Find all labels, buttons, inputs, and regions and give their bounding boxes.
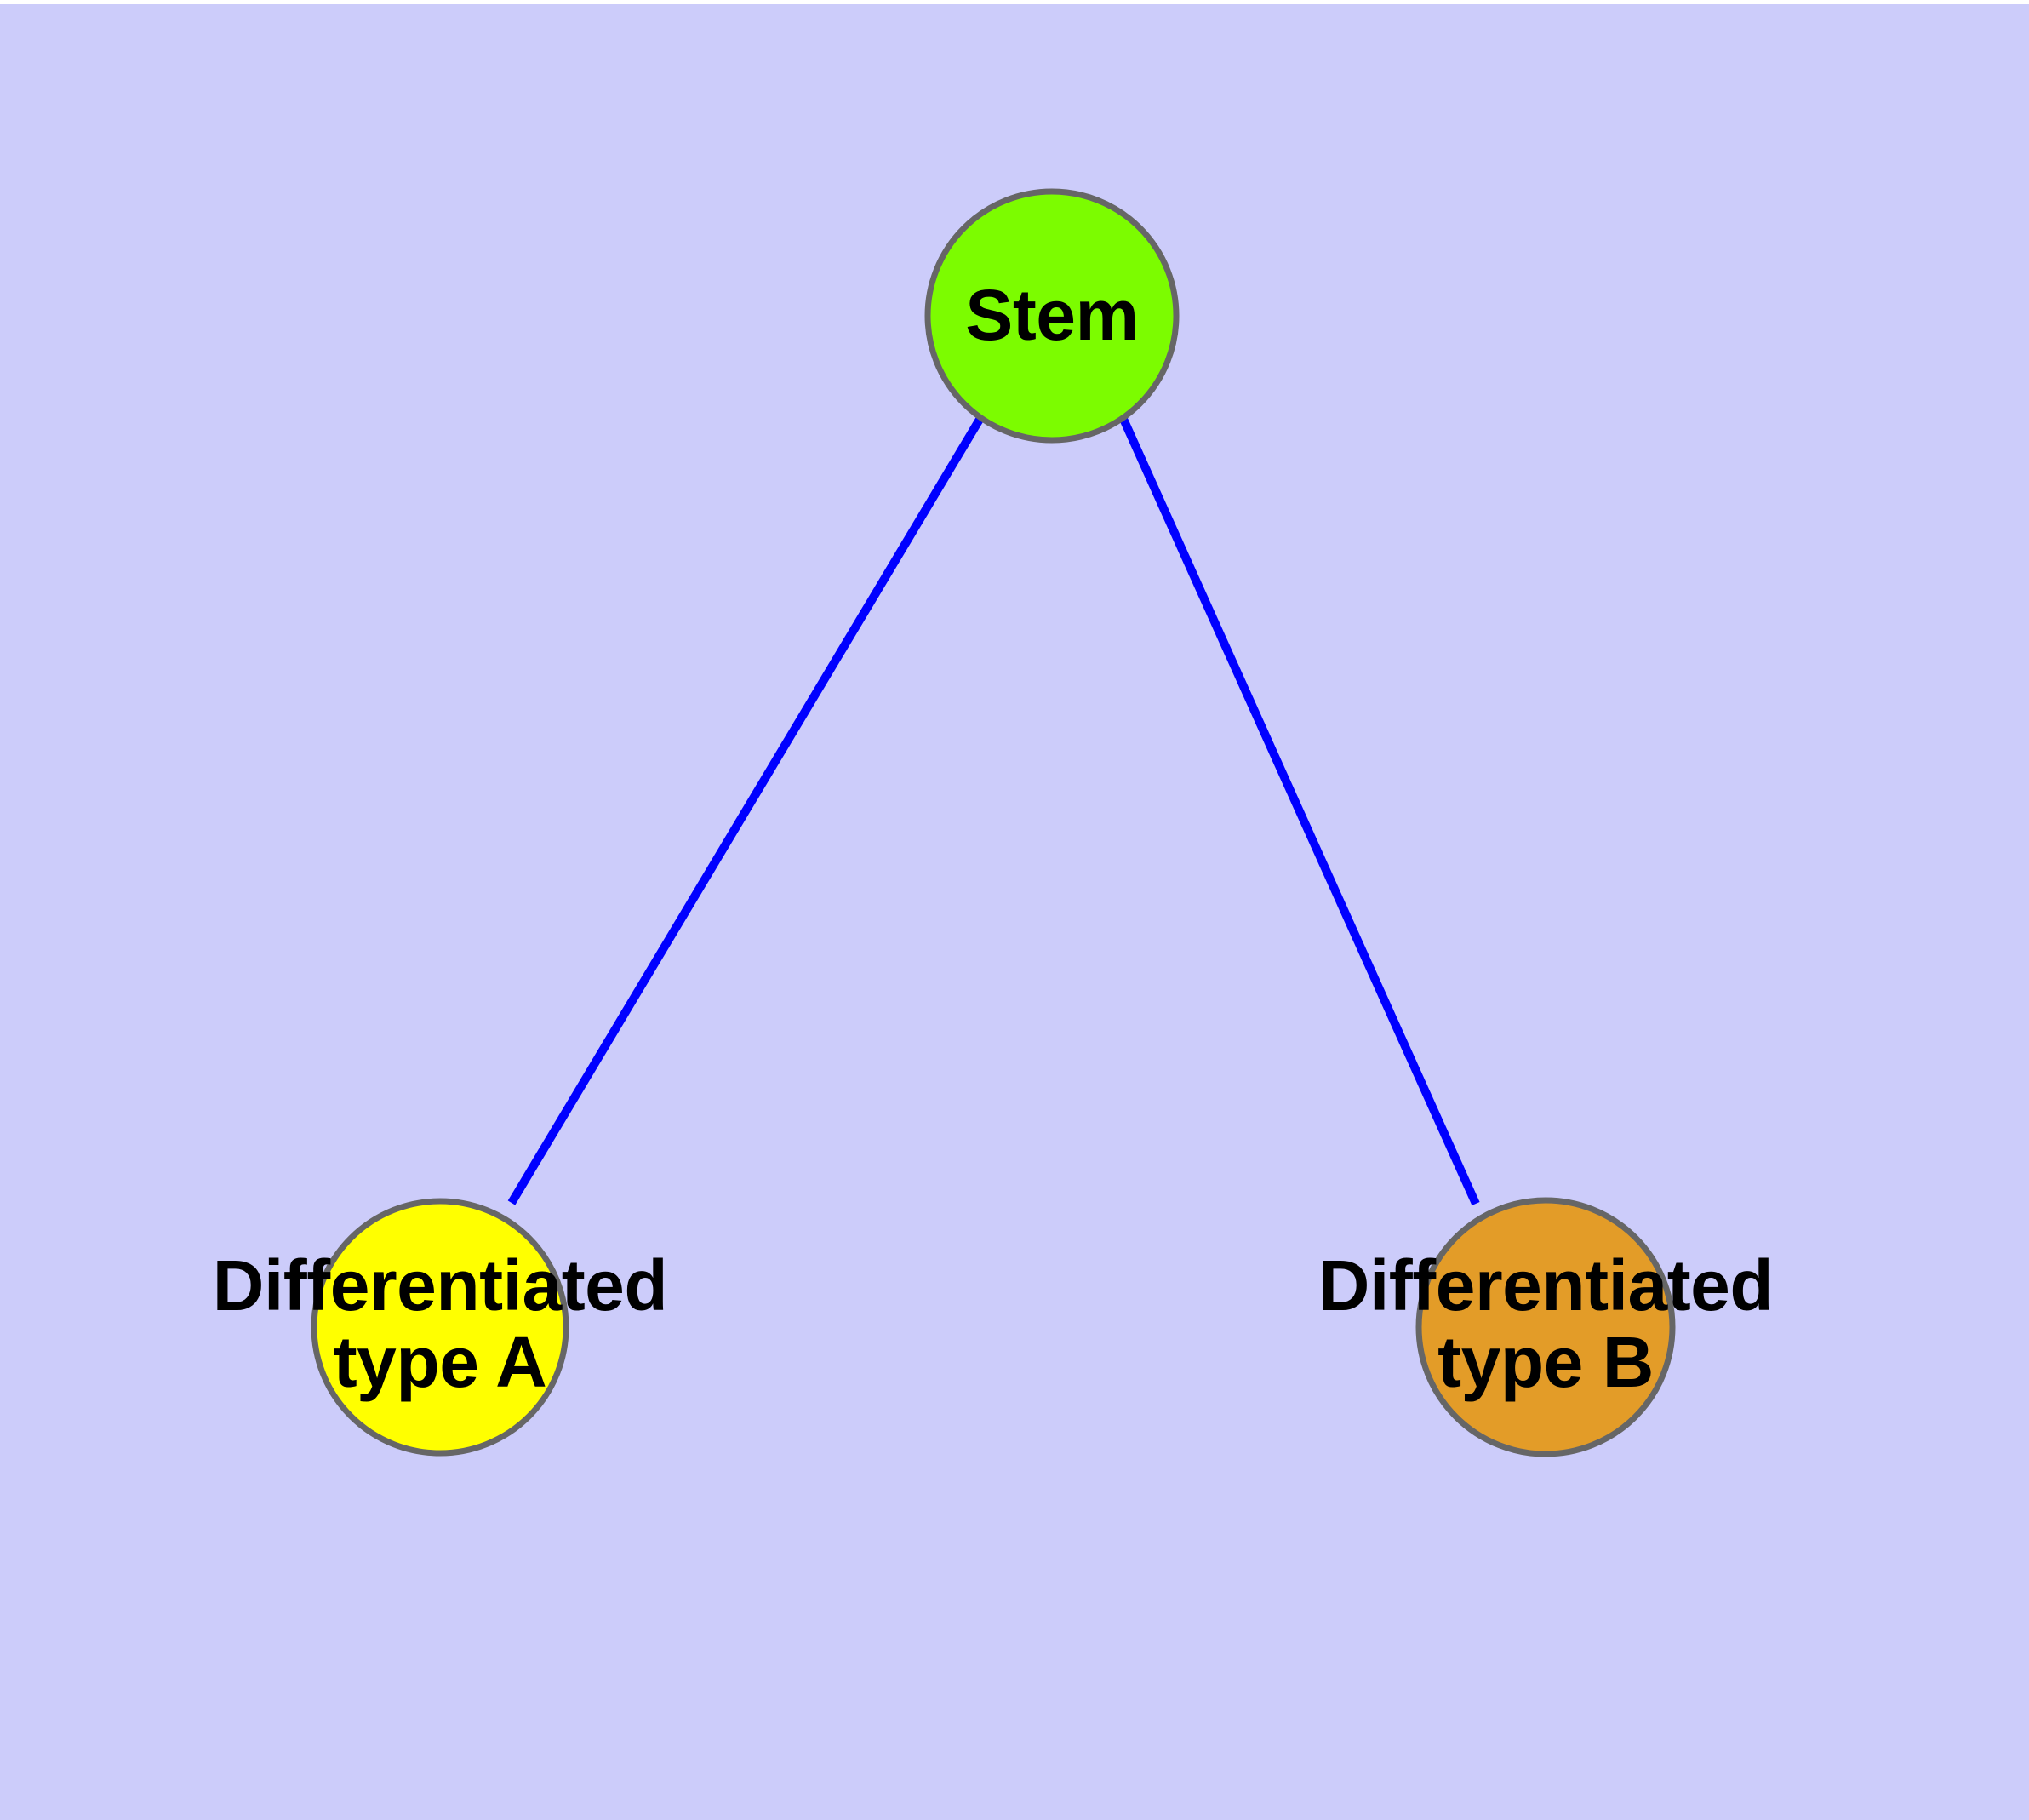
- node-stem[interactable]: [924, 188, 1180, 444]
- edge-layer: [507, 415, 1480, 1206]
- node-layer: [311, 188, 1676, 1457]
- node-type-b[interactable]: [1415, 1197, 1676, 1457]
- edge-stem-to-type-a[interactable]: [507, 415, 985, 1205]
- node-type-a[interactable]: [311, 1198, 569, 1457]
- edge-stem-to-type-b[interactable]: [1118, 415, 1480, 1206]
